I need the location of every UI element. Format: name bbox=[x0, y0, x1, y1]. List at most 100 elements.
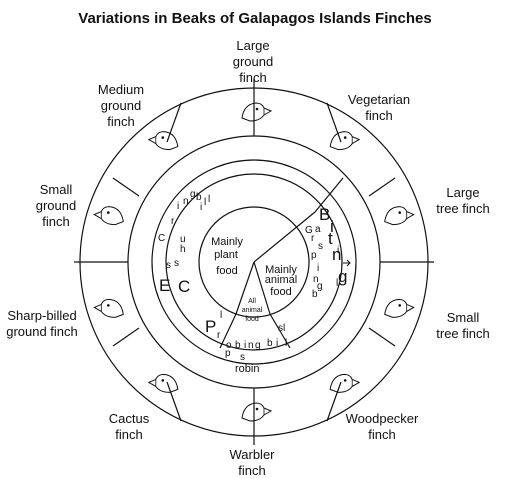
arrow-icon bbox=[343, 259, 351, 267]
probing-letter: P bbox=[205, 317, 216, 336]
finch-head-icon bbox=[93, 206, 124, 226]
plant-food-line-1: Mainly bbox=[211, 236, 243, 248]
beak-type-letters: C r u s h i n g b i l l s G r a s p i n … bbox=[158, 189, 347, 375]
animal-food-line-1: Mainly bbox=[265, 264, 297, 276]
grasping-letter: r bbox=[311, 233, 315, 244]
all-animal-line-3: food bbox=[245, 316, 259, 323]
medium-ground-finch-label: finch bbox=[107, 114, 134, 129]
crushing-letter: C bbox=[158, 233, 165, 244]
food-center-circle bbox=[198, 206, 310, 318]
finch-labels: LargegroundfinchVegetarianfinchLargetree… bbox=[6, 38, 490, 478]
biting-letter: n bbox=[332, 245, 341, 264]
grasping-letter: s bbox=[318, 241, 323, 252]
biting-letter: t bbox=[328, 229, 333, 248]
grasping-letter: a bbox=[315, 224, 321, 235]
grasping-letter: g bbox=[317, 281, 323, 292]
warbler-finch-label: Warbler bbox=[229, 447, 275, 462]
small-p-letter: p bbox=[225, 348, 231, 359]
sharp-billed-ground-finch-label: Sharp-billed bbox=[7, 308, 76, 323]
sector-dividers bbox=[74, 79, 434, 445]
biting-letter: g bbox=[338, 267, 347, 286]
diagram-title: Variations in Beaks of Galapagos Islands… bbox=[78, 10, 431, 27]
grasping-letter: s bbox=[278, 323, 283, 334]
vegetarian-finch-label: Vegetarian bbox=[348, 92, 410, 107]
probing-letter: l bbox=[220, 310, 222, 321]
grasping-letter: b bbox=[312, 289, 318, 300]
large-ground-finch-label: Large bbox=[236, 38, 269, 53]
small-tree-finch-label: Small bbox=[447, 310, 480, 325]
large-ground-finch-label: finch bbox=[239, 70, 266, 85]
crushing-letter: n bbox=[183, 196, 189, 207]
finch-head-icon bbox=[147, 131, 179, 151]
crushing-letter: l bbox=[208, 194, 210, 205]
all-animal-line-1: All bbox=[248, 298, 256, 305]
cactus-finch-label: Cactus bbox=[109, 411, 150, 426]
large-c-letter: C bbox=[178, 277, 190, 296]
probing-letter: b bbox=[267, 338, 273, 349]
grasping-letter: i bbox=[317, 263, 319, 274]
finch-head-icon bbox=[329, 131, 361, 151]
plant-food-line-3: food bbox=[216, 265, 237, 277]
large-tree-finch-label: tree finch bbox=[436, 201, 489, 216]
finch-head-icon bbox=[93, 298, 124, 318]
finch-head-icon bbox=[329, 373, 361, 393]
large-ground-finch-label: ground bbox=[233, 54, 273, 69]
crushing-letter: i bbox=[200, 202, 202, 213]
crushing-letter: i bbox=[177, 201, 179, 212]
finch-head-icon bbox=[147, 373, 179, 393]
probing-letter: o bbox=[226, 340, 232, 351]
crushing-letter: u bbox=[180, 234, 186, 245]
crushing-letter: b bbox=[196, 192, 202, 203]
finch-head-icon bbox=[384, 298, 415, 318]
biting-letter: i bbox=[330, 217, 334, 236]
small-ground-finch-label: ground bbox=[36, 198, 76, 213]
crushing-letter: s bbox=[166, 260, 171, 271]
crushing-letter: s bbox=[174, 258, 179, 269]
beak-type-ring-outer bbox=[151, 159, 357, 365]
grasping-letter: l bbox=[283, 323, 285, 334]
probing-letter: s bbox=[240, 352, 245, 363]
animal-food-line-3: food bbox=[270, 286, 291, 298]
beak-type-ring-inner bbox=[165, 173, 343, 351]
animal-food-line-2: animal bbox=[265, 274, 297, 286]
food-dividers bbox=[219, 177, 344, 349]
probing-letter: g bbox=[255, 340, 261, 351]
grasping-letter: i bbox=[341, 258, 343, 269]
finch-heads bbox=[93, 102, 415, 422]
all-animal-line-2: animal bbox=[242, 307, 263, 314]
crushing-letter: h bbox=[180, 244, 186, 255]
biting-letter: i bbox=[337, 245, 339, 256]
robin-label: robin bbox=[235, 363, 259, 375]
probing-letter: b bbox=[235, 340, 241, 351]
large-e-letter: E bbox=[159, 276, 170, 295]
sharp-billed-ground-finch-label: ground finch bbox=[6, 324, 78, 339]
probing-letter: n bbox=[248, 340, 254, 351]
probing-letter: i bbox=[276, 338, 278, 349]
crushing-letter: r bbox=[171, 216, 175, 227]
crushing-letter: l bbox=[204, 197, 206, 208]
medium-ground-finch-label: Medium bbox=[98, 82, 144, 97]
crushing-letter: g bbox=[190, 189, 196, 200]
vegetarian-finch-label: finch bbox=[365, 108, 392, 123]
medium-ground-finch-label: ground bbox=[101, 98, 141, 113]
biting-letter: B bbox=[319, 205, 330, 224]
grasping-letter: p bbox=[311, 250, 317, 261]
woodpecker-finch-label: Woodpecker bbox=[346, 411, 419, 426]
warbler-finch-label: finch bbox=[238, 463, 265, 478]
small-ground-finch-label: Small bbox=[40, 182, 73, 197]
probing-letter: r bbox=[217, 330, 221, 341]
large-tree-finch-label: Large bbox=[446, 185, 479, 200]
grasping-letter: G bbox=[305, 225, 313, 236]
cactus-finch-label: finch bbox=[115, 427, 142, 442]
woodpecker-finch-label: finch bbox=[368, 427, 395, 442]
food-labels: Mainly plant food Mainly animal food All… bbox=[211, 236, 297, 323]
finch-head-icon bbox=[241, 102, 273, 122]
small-tree-finch-label: tree finch bbox=[436, 326, 489, 341]
grasping-letter: l bbox=[336, 278, 338, 289]
probing-letter: i bbox=[244, 340, 246, 351]
finch-head-icon bbox=[241, 402, 273, 422]
finch-head-icon bbox=[384, 206, 415, 226]
plant-food-line-2: plant bbox=[214, 249, 238, 261]
grasping-letter: n bbox=[313, 274, 319, 285]
